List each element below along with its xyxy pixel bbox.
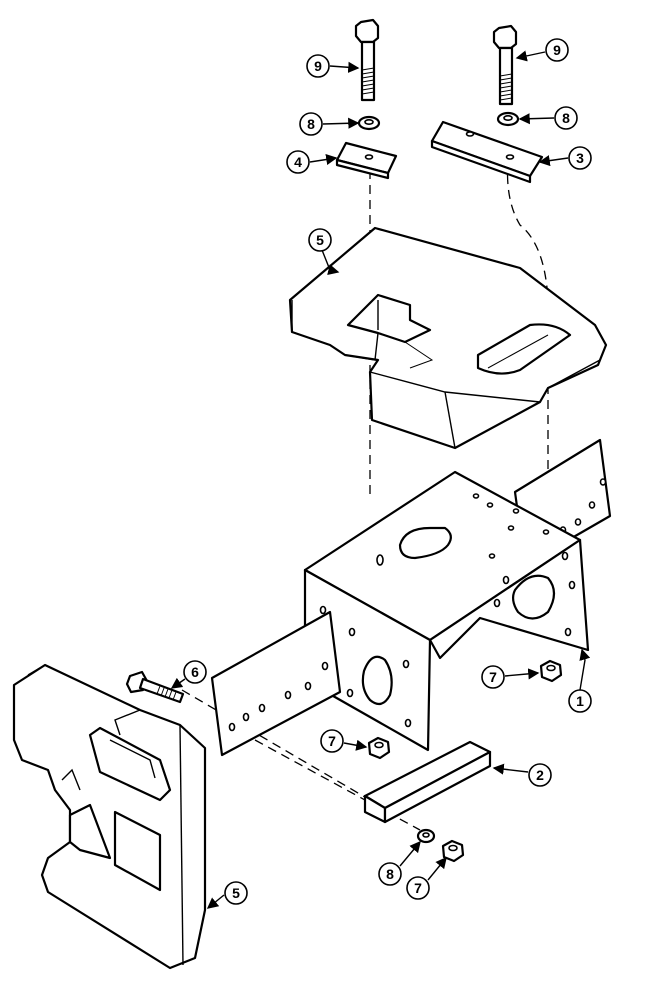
washer-bottom (416, 828, 436, 844)
nut-middle (367, 736, 391, 760)
callout-5-top: 5 (308, 228, 332, 252)
callout-7-bottom: 7 (406, 876, 430, 900)
callout-6: 6 (183, 660, 207, 684)
callout-7-right-label: 7 (489, 669, 497, 685)
callout-8-bottom: 8 (378, 862, 402, 886)
bolt-left (354, 18, 380, 102)
callout-7-bottom-label: 7 (414, 880, 422, 896)
callout-3: 3 (568, 146, 592, 170)
callout-8-right: 8 (554, 106, 578, 130)
callout-2: 2 (528, 763, 552, 787)
callout-7-right: 7 (481, 665, 505, 689)
plate-long (430, 120, 544, 184)
callout-1-label: 1 (576, 693, 584, 709)
washer-left (357, 115, 381, 131)
callout-4-label: 4 (294, 154, 302, 170)
callout-4: 4 (286, 150, 310, 174)
top-weight (288, 226, 608, 450)
callout-9-left: 9 (306, 54, 330, 78)
callout-6-label: 6 (191, 664, 199, 680)
callout-7-middle-label: 7 (328, 733, 336, 749)
plate-small (335, 141, 398, 180)
nut-right (539, 659, 563, 683)
callout-5-top-label: 5 (316, 232, 324, 248)
callout-9-right-label: 9 (553, 42, 561, 58)
front-weight (12, 663, 207, 970)
callout-9-left-label: 9 (314, 58, 322, 74)
callout-9-right: 9 (545, 38, 569, 62)
callout-7-middle: 7 (320, 729, 344, 753)
callout-8-right-label: 8 (562, 110, 570, 126)
bolt-6 (125, 670, 185, 704)
washer-right (496, 111, 520, 127)
callout-5-bottom: 5 (224, 881, 248, 905)
angle-bracket (363, 740, 492, 824)
main-frame (210, 438, 612, 757)
callout-8-left: 8 (299, 112, 323, 136)
callout-2-label: 2 (536, 767, 544, 783)
callout-5-bottom-label: 5 (232, 885, 240, 901)
callout-1: 1 (568, 689, 592, 713)
bolt-right (492, 24, 518, 106)
callout-8-bottom-label: 8 (386, 866, 394, 882)
callout-8-left-label: 8 (307, 116, 315, 132)
callout-3-label: 3 (576, 150, 584, 166)
leader-lines (170, 50, 591, 909)
